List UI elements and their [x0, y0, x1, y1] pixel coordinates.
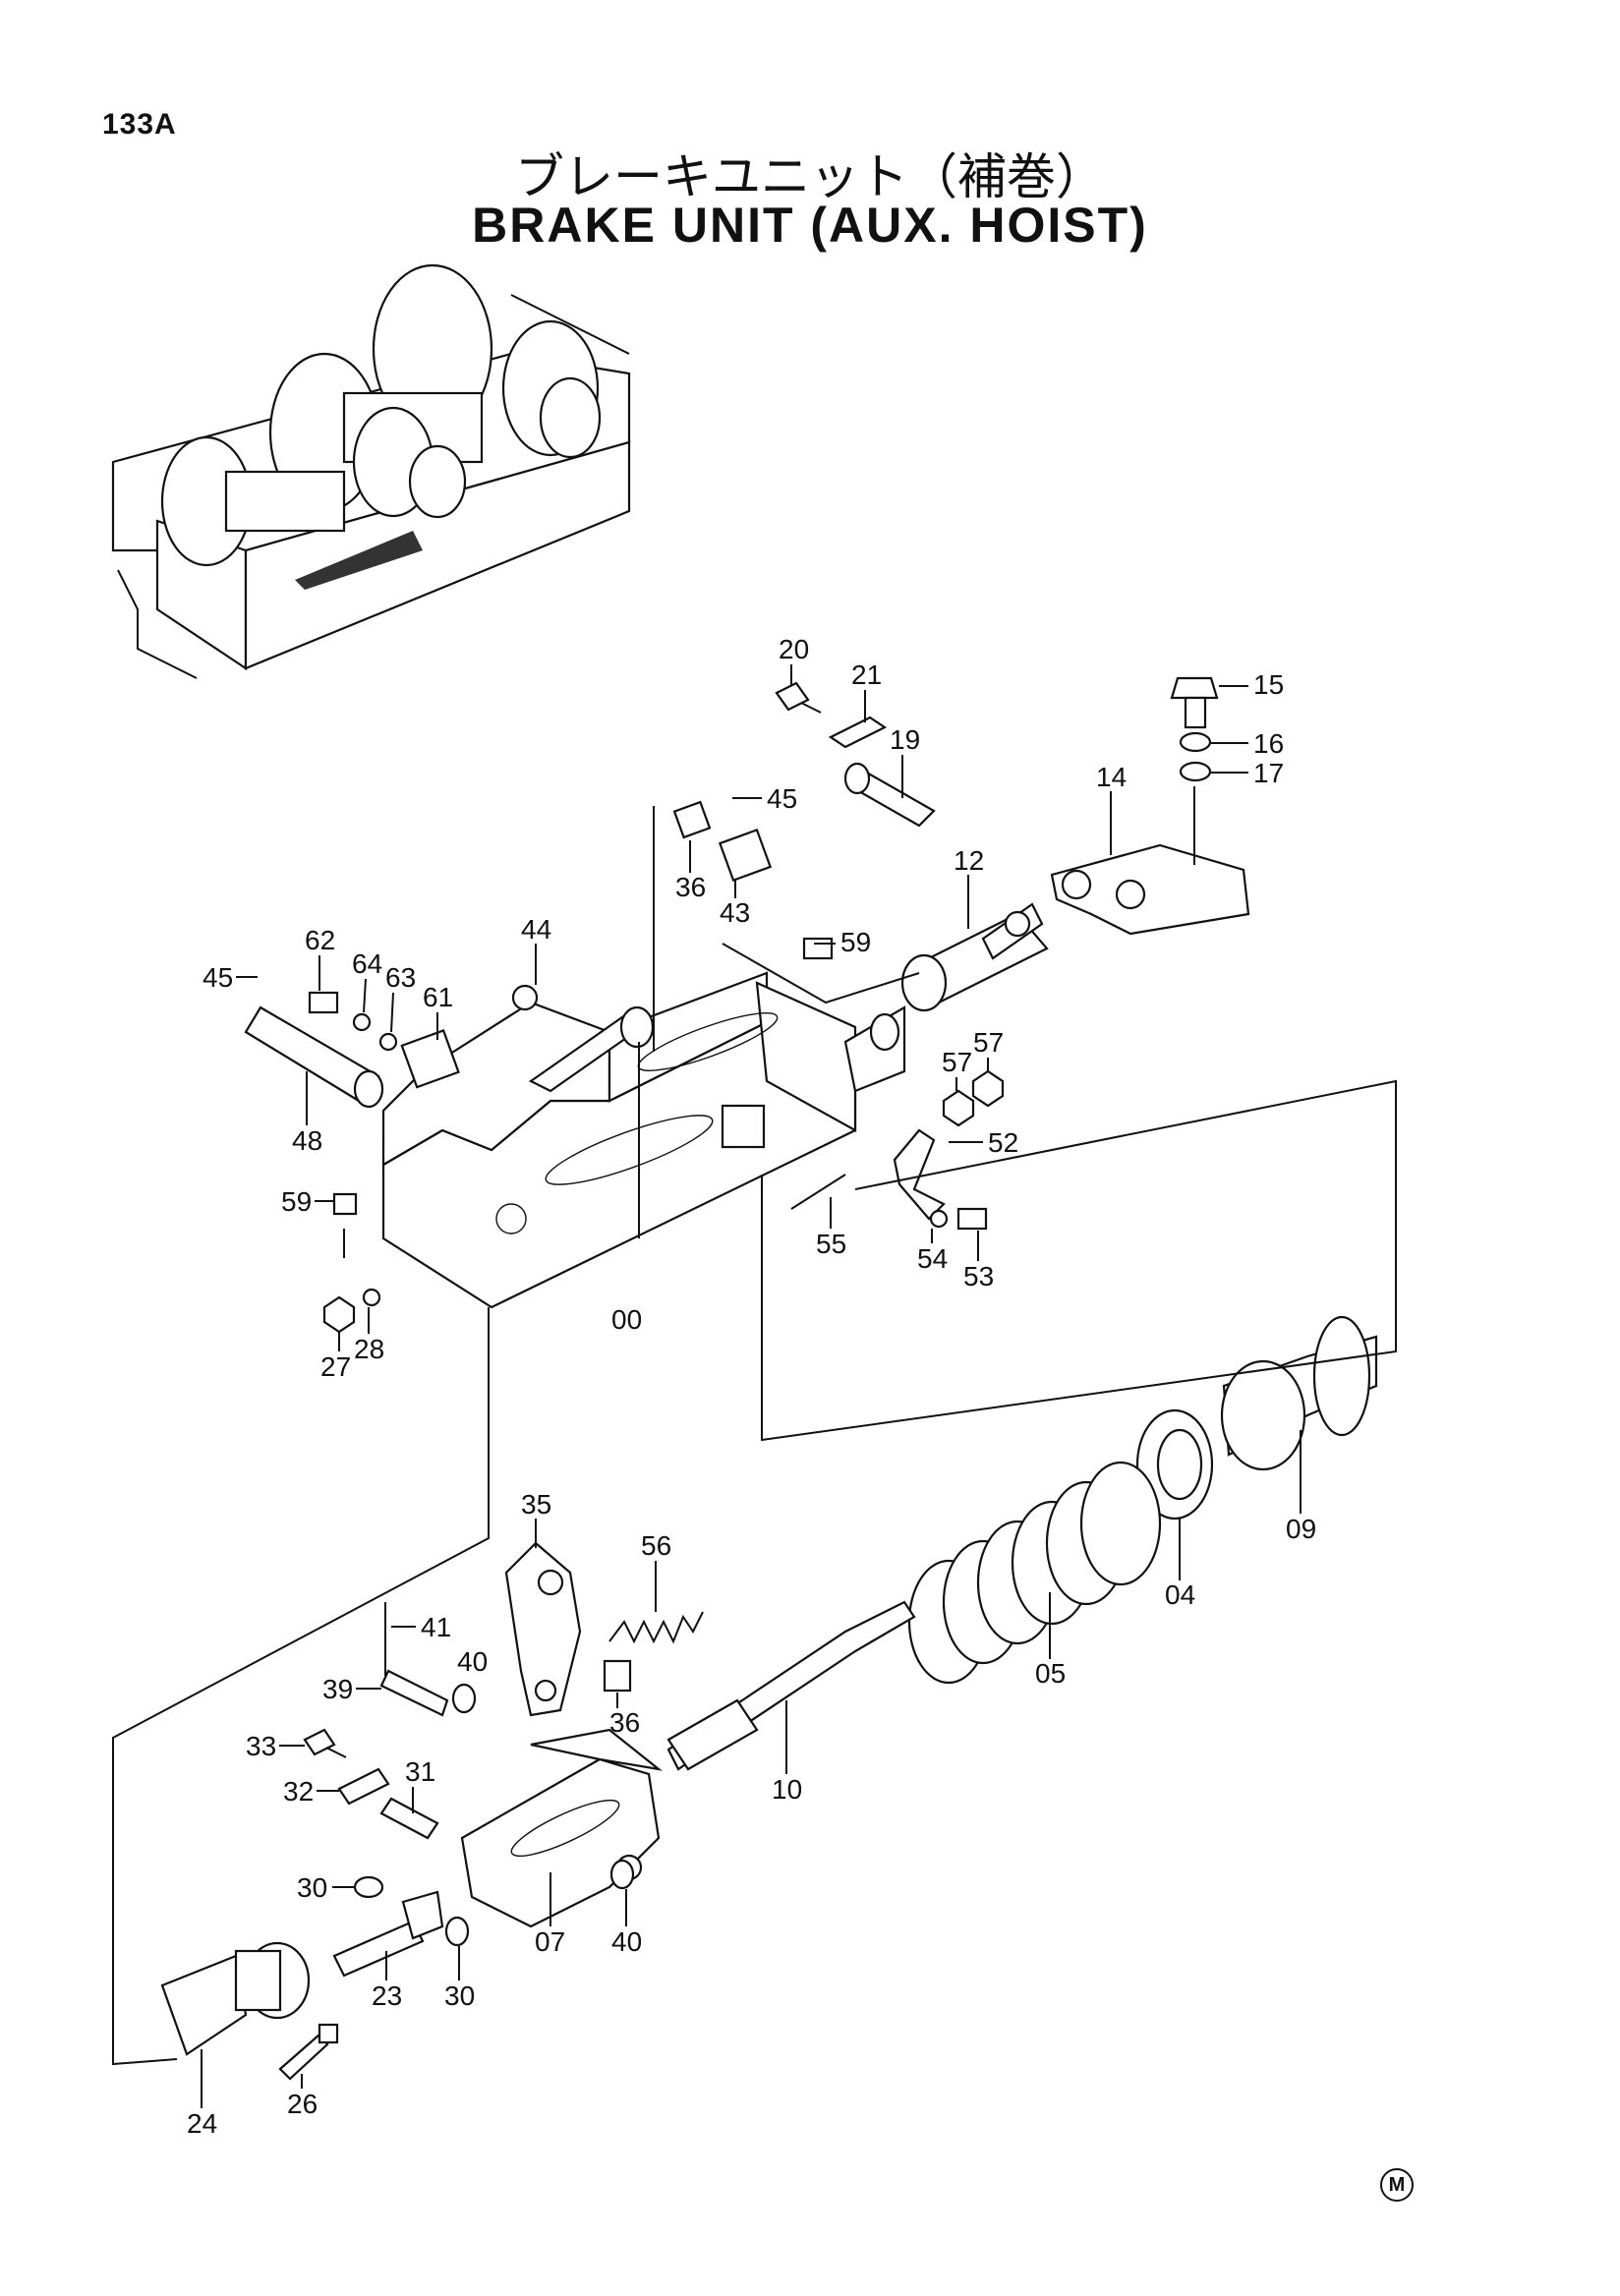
label-12: 12: [954, 845, 984, 876]
label-36b: 36: [609, 1707, 640, 1738]
label-24: 24: [187, 2108, 217, 2139]
washer-04: [1135, 1408, 1214, 1521]
plate-21: [828, 716, 888, 749]
bolt-33: [303, 1728, 347, 1758]
label-23: 23: [372, 1980, 402, 2011]
pin-48: [244, 1005, 384, 1109]
label-14: 14: [1096, 762, 1127, 792]
title-japanese: ブレーキユニット（補巻）: [515, 148, 1105, 205]
label-41: 41: [421, 1612, 451, 1642]
label-56: 56: [641, 1530, 671, 1561]
spring-05: [907, 1461, 1162, 1685]
label-36a: 36: [675, 872, 706, 902]
label-52: 52: [988, 1127, 1018, 1158]
label-26: 26: [287, 2089, 318, 2119]
label-59b: 59: [281, 1186, 312, 1217]
label-43: 43: [720, 897, 750, 928]
bushing-36-lower: [603, 1659, 632, 1693]
label-32: 32: [283, 1776, 314, 1807]
label-21: 21: [851, 660, 882, 690]
label-15: 15: [1253, 669, 1284, 700]
label-53: 53: [963, 1261, 994, 1292]
alignment-lines: [112, 806, 1397, 2066]
label-17: 17: [1253, 758, 1284, 788]
label-62: 62: [305, 925, 335, 955]
title-english: BRAKE UNIT (AUX. HOIST): [472, 198, 1148, 253]
label-19: 19: [890, 724, 920, 755]
label-04: 04: [1165, 1579, 1195, 1610]
label-48: 48: [292, 1125, 322, 1156]
label-39: 39: [322, 1674, 353, 1704]
pin-23: [332, 1890, 444, 1978]
label-33: 33: [246, 1731, 276, 1761]
label-30a: 30: [297, 1872, 327, 1903]
label-40b: 40: [611, 1926, 642, 1957]
label-40a: 40: [457, 1646, 488, 1677]
bracket-14: [1050, 786, 1250, 936]
sleeve-09: [1220, 1315, 1378, 1471]
label-57a: 57: [942, 1047, 972, 1077]
page-code: 133A: [102, 108, 177, 141]
label-20: 20: [779, 634, 809, 664]
pin-19: [843, 762, 936, 828]
label-45a: 45: [767, 783, 797, 814]
washers-30-40: [353, 1683, 635, 1947]
plate-32: [337, 1767, 390, 1806]
label-59a: 59: [840, 927, 871, 957]
brake-frame: [381, 971, 906, 1309]
label-05: 05: [1035, 1658, 1066, 1689]
label-30b: 30: [444, 1980, 475, 2011]
part-labels: 00 04 05 07 09 10 12 14 15 16 17 19 20 2…: [187, 634, 1316, 2139]
label-64: 64: [352, 948, 382, 979]
label-44: 44: [521, 914, 551, 945]
label-28: 28: [354, 1334, 384, 1364]
manufacturer-mark: M: [1380, 2168, 1414, 2202]
label-63: 63: [385, 962, 416, 993]
spring-56: [608, 1611, 704, 1644]
label-54: 54: [917, 1243, 948, 1274]
bolt-15: [1170, 676, 1219, 782]
label-31: 31: [405, 1756, 435, 1787]
cylinder-12: [900, 902, 1049, 1012]
label-45b: 45: [202, 962, 233, 993]
lever-35: [504, 1541, 582, 1717]
label-55: 55: [816, 1229, 846, 1259]
bolt-20: [775, 681, 822, 714]
label-09: 09: [1286, 1514, 1316, 1544]
housing-07: [460, 1728, 663, 1928]
pin-39: [379, 1602, 449, 1717]
bushing-36-upper: [672, 800, 773, 883]
small-hardware-upper: [308, 937, 1005, 1334]
label-57b: 57: [973, 1027, 1004, 1058]
label-27: 27: [320, 1351, 351, 1382]
label-00: 00: [611, 1304, 642, 1335]
pin-31: [379, 1797, 439, 1840]
rod-10: [666, 1600, 916, 1771]
label-07: 07: [535, 1926, 565, 1957]
label-10: 10: [772, 1774, 802, 1805]
bolt-26: [278, 2023, 339, 2081]
label-16: 16: [1253, 728, 1284, 759]
winch-overview-illustration: [111, 263, 631, 679]
label-35: 35: [521, 1489, 551, 1520]
label-61: 61: [423, 982, 453, 1012]
valve-24: [160, 1941, 311, 2056]
